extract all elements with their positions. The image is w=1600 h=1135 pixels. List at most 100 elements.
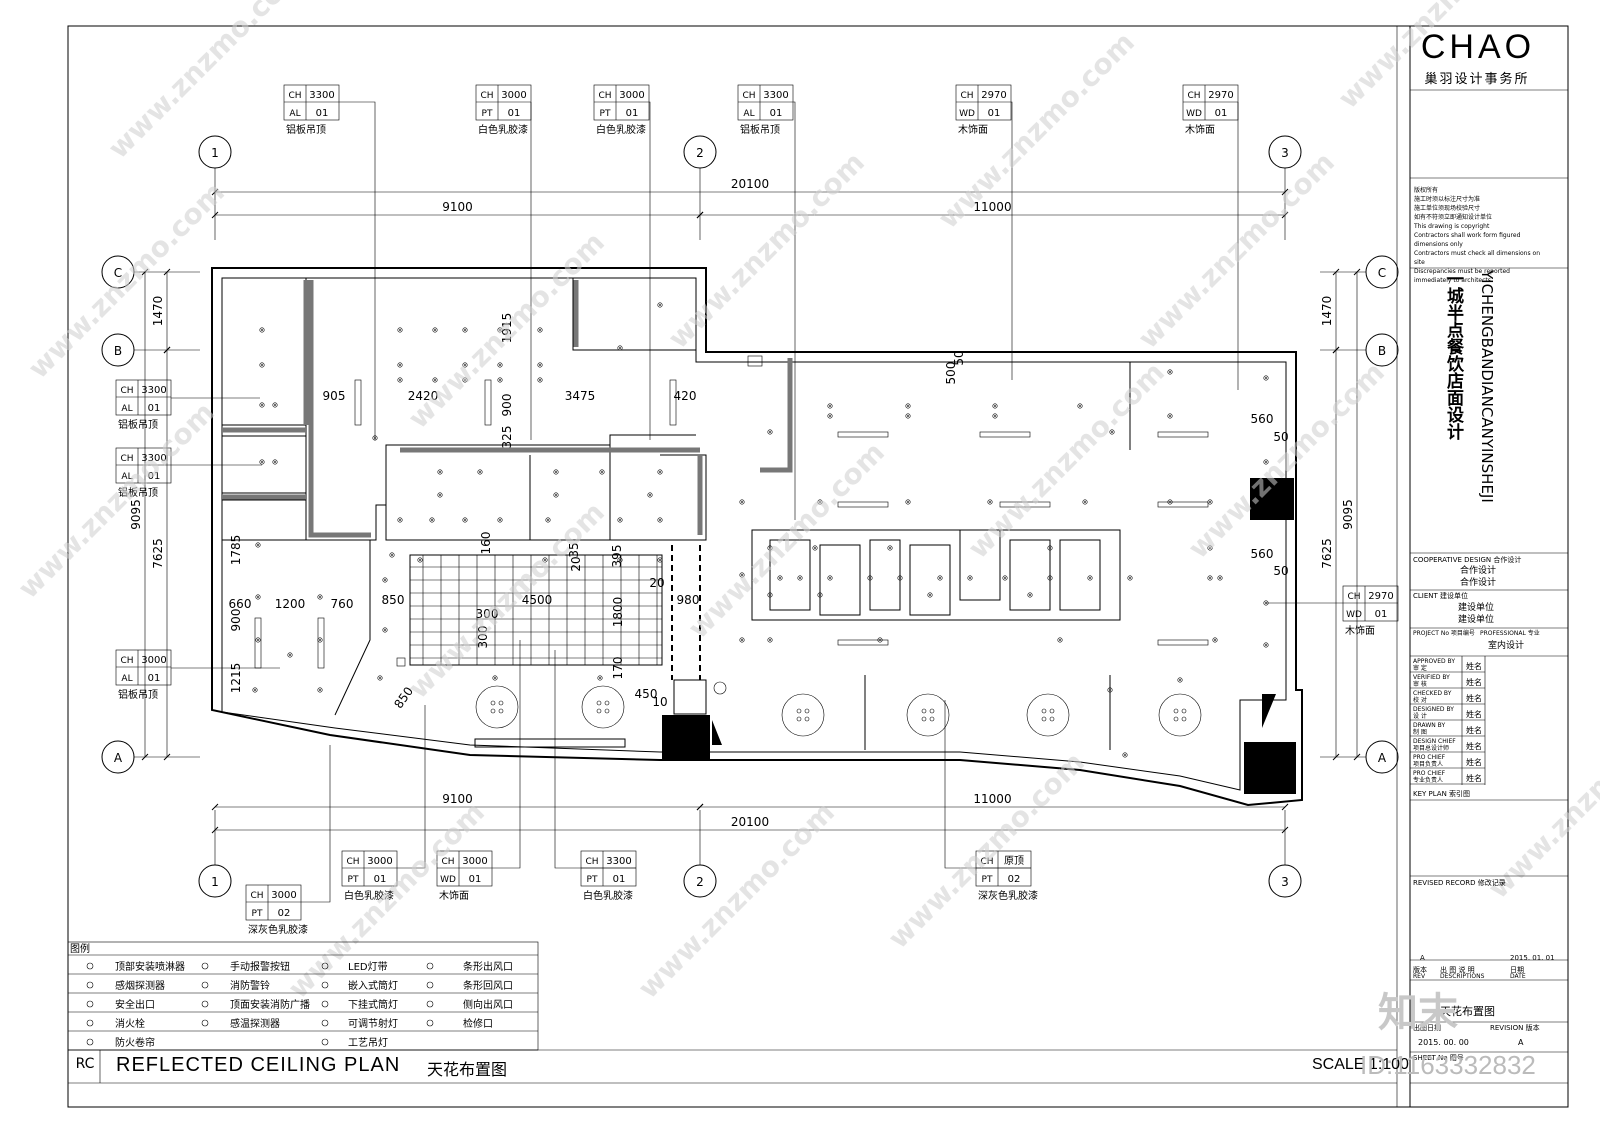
lamp-bulb — [929, 716, 935, 722]
id-watermark: ID:1163332832 — [1360, 1050, 1536, 1080]
legend-symbol-icon — [321, 1000, 329, 1008]
downlight-center — [257, 544, 259, 546]
rev-col-label: 版本 — [1413, 965, 1427, 974]
inner-dim-label: 1915 — [500, 313, 514, 344]
dim-tick — [211, 826, 219, 834]
downlight-center — [399, 519, 401, 521]
role-name: 姓名 — [1466, 709, 1482, 719]
tag-key: PT — [600, 109, 611, 119]
downlight — [417, 557, 423, 563]
downlight-center — [391, 554, 393, 556]
downlight — [897, 575, 903, 581]
downlight-center — [399, 379, 401, 381]
exit-sign — [396, 657, 406, 667]
downlight — [553, 469, 559, 475]
downlight — [1177, 677, 1183, 683]
inner-dim-label: 1785 — [229, 535, 243, 566]
legend-symbol-icon — [86, 1038, 94, 1046]
dim-tick — [1353, 753, 1361, 761]
dim-bottom-left: 9100 — [442, 792, 473, 806]
downlight — [617, 517, 623, 523]
watermark-text: www.znzmo.com — [12, 396, 221, 605]
tag-value: 01 — [770, 108, 783, 119]
dim-top-total: 20100 — [731, 177, 769, 191]
downlight-center — [374, 437, 376, 439]
downlight — [317, 687, 323, 693]
tag-key: WD — [1346, 610, 1362, 620]
client-label: CLIENT 建设单位 — [1413, 591, 1468, 600]
downlight-center — [1089, 577, 1091, 579]
right-hall-boxes — [769, 529, 1101, 616]
tag-value: 01 — [148, 403, 161, 414]
tag-value: 01 — [613, 874, 626, 885]
dim-tick — [211, 188, 219, 196]
central-rooms — [306, 278, 707, 541]
downlight — [817, 499, 823, 505]
role-label-en: DRAWN BY — [1413, 722, 1445, 729]
lamp-bulb — [1041, 716, 1047, 722]
downlight-center — [1109, 689, 1111, 691]
downlight-center — [599, 677, 601, 679]
downlight — [497, 517, 503, 523]
legend-item-label: 安全出口 — [115, 998, 155, 1011]
downlight-center — [649, 494, 651, 496]
downlight — [492, 675, 498, 681]
slot-vent — [354, 379, 362, 426]
downlight-center — [741, 501, 743, 503]
downlight — [927, 592, 933, 598]
inner-dim-label: 325 — [500, 426, 514, 449]
legend-symbol-icon — [321, 981, 329, 989]
role-label-en: CHECKED BY — [1413, 690, 1452, 697]
tag-key: AL — [289, 109, 300, 119]
downlight-center — [1129, 577, 1131, 579]
role-name: 姓名 — [1466, 661, 1482, 671]
tag-leader — [554, 650, 636, 869]
plan-title-en: REFLECTED CEILING PLAN — [116, 1054, 401, 1076]
column-center — [662, 715, 710, 759]
tag-box — [115, 447, 172, 484]
dim-tick — [1281, 188, 1289, 196]
lamp-bulb — [1049, 716, 1055, 722]
downlight-center — [439, 471, 441, 473]
downlight-center — [769, 547, 771, 549]
cooperative-label: COOPERATIVE DESIGN 合作设计 — [1413, 555, 1521, 564]
legend-symbol-icon — [86, 1000, 94, 1008]
inner-dim-label: 1800 — [611, 597, 625, 628]
tag-box — [436, 850, 493, 887]
tag-value: 01 — [1375, 609, 1388, 620]
column-center-detail — [712, 720, 722, 745]
tag-value: 01 — [374, 874, 387, 885]
dim-tick — [1281, 803, 1289, 811]
role-label-cn: 项目总设计师 — [1413, 744, 1449, 752]
downlight-center — [829, 577, 831, 579]
issue-date: 2015. 00. 00 — [1418, 1038, 1469, 1047]
tag-box — [283, 84, 340, 121]
tag-value: 原顶 — [1004, 855, 1024, 867]
legend-item-label: 下挂式筒灯 — [348, 998, 398, 1011]
dim-tick — [163, 753, 171, 761]
downlight-center — [907, 415, 909, 417]
revision-label: REVISION 版本 — [1490, 1023, 1540, 1032]
inner-dim-label: 905 — [323, 389, 346, 403]
note-line: 施工时须以标注尺寸为准 — [1414, 196, 1481, 203]
downlight-center — [464, 379, 466, 381]
dim-tick — [211, 803, 219, 811]
legend-item-label: 条形出风口 — [463, 960, 513, 973]
downlight — [597, 675, 603, 681]
plan-scale: SCALE 1:100 — [1312, 1056, 1409, 1073]
downlight — [777, 575, 783, 581]
access-panel — [713, 681, 727, 695]
tag-leader — [649, 101, 651, 440]
tag-key: CH — [480, 91, 493, 101]
downlight — [432, 377, 438, 383]
downlight-center — [439, 494, 441, 496]
downlight-center — [769, 431, 771, 433]
inner-dim-label: 50 — [1273, 430, 1288, 444]
downlight — [497, 327, 503, 333]
project-no-label: PROJECT No 项目编号 — [1413, 629, 1475, 637]
axis-right-B-label: B — [1378, 344, 1386, 358]
cooperative-value: 合作设计 — [1460, 576, 1496, 588]
axis-left-C-label: C — [114, 266, 122, 280]
column-center-box — [673, 679, 707, 715]
